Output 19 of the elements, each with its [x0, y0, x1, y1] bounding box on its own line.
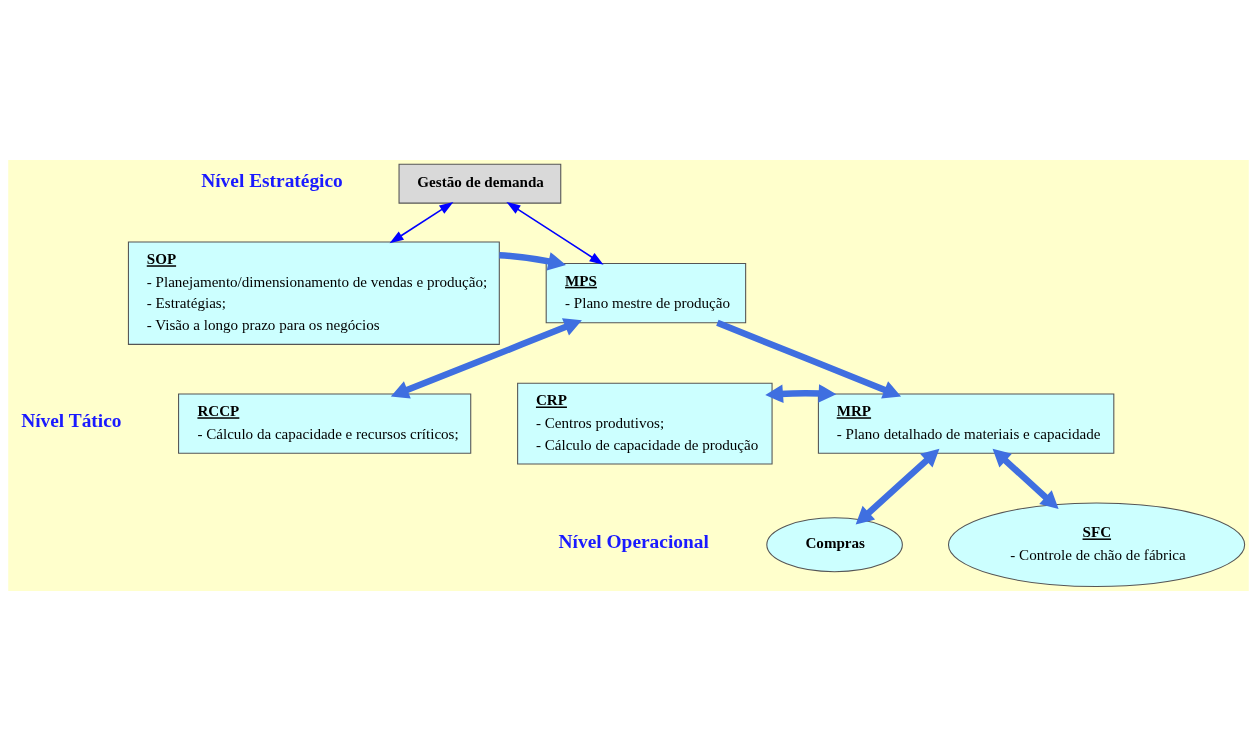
node-ellipse: SFC - Controle de chão de fábrica	[947, 502, 1246, 588]
label: Nível Tático	[21, 410, 122, 432]
arrow	[855, 448, 940, 525]
arrow	[992, 448, 1059, 510]
node-box: MRP - Plano detalhado de materiais e capacidade	[817, 393, 1115, 454]
node-box: Gestão de demanda	[398, 163, 562, 204]
node-box: RCCP - Cálculo da capacidade e recursos críticos;	[178, 393, 472, 454]
node-box: MPS - Plano mestre de produção	[545, 262, 747, 324]
arrow	[499, 252, 566, 271]
label: Nível Estratégico	[201, 170, 343, 192]
arrow	[390, 318, 582, 399]
label: Nível Operacional	[558, 531, 709, 553]
arrow	[389, 201, 454, 244]
arrow	[506, 201, 604, 265]
node-ellipse: Compras	[766, 517, 903, 573]
arrow	[716, 319, 902, 399]
arrow	[765, 384, 837, 404]
node-box: CRP - Centros produtivos; - Cálculo de capacidade de produção	[517, 382, 773, 465]
node-box: SOP - Planejamento/dimensionamento de vendas e produção; - Estratégias; - Visão a longo prazo para os negócios	[127, 241, 500, 345]
